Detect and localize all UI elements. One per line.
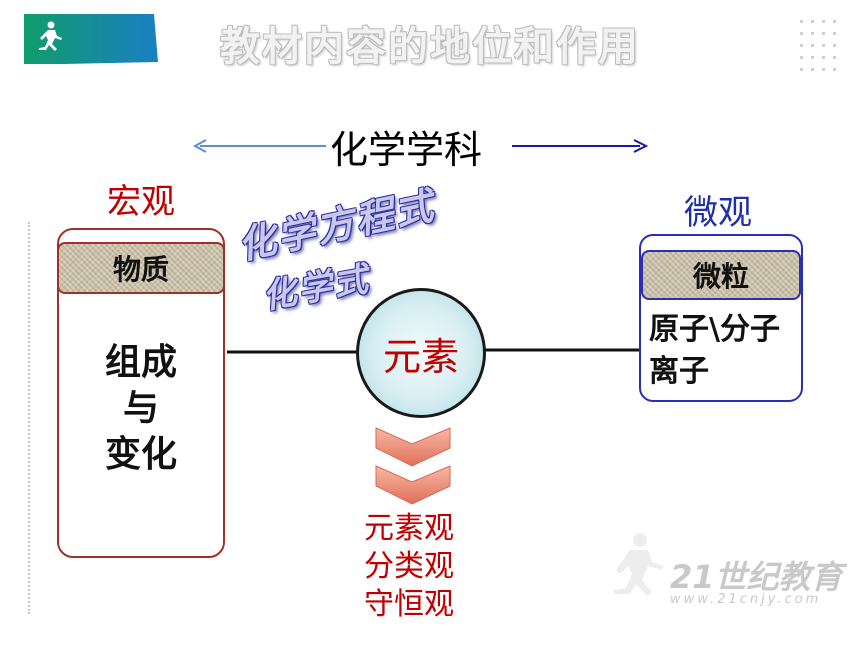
macro-box-title: 物质 xyxy=(57,242,225,294)
idea-item: 守恒观 xyxy=(364,587,454,622)
micro-box-title: 微粒 xyxy=(641,250,801,300)
subject-label: 化学学科 xyxy=(330,128,483,172)
left-dotted-guide xyxy=(28,222,30,614)
macro-content-line: 变化 xyxy=(104,434,177,475)
watermark-runner-icon xyxy=(614,533,664,596)
double-chevron-down-icon xyxy=(375,427,451,505)
watermark-text: 21世纪教育 xyxy=(670,558,843,596)
idea-item: 元素观 xyxy=(364,511,454,546)
decorative-dots xyxy=(800,20,836,71)
macro-box-content: 组成 与 变化 xyxy=(57,340,225,478)
idea-item: 分类观 xyxy=(364,549,454,584)
header-badge xyxy=(24,14,158,64)
center-node-label: 元素 xyxy=(382,334,459,379)
watermark-url: www.21cnjy.com xyxy=(670,592,822,607)
page-title: 教材内容的地位和作用 xyxy=(220,24,640,70)
micro-label: 微观 xyxy=(684,193,752,233)
macro-label: 宏观 xyxy=(107,182,175,222)
macro-box xyxy=(57,228,225,558)
micro-box-content: 原子\分子 离子 xyxy=(649,309,803,393)
macro-content-line: 组成 xyxy=(104,342,177,383)
right-arrow xyxy=(512,139,649,153)
center-node: 元素 xyxy=(356,288,486,418)
running-figure-icon xyxy=(39,21,62,51)
left-arrow xyxy=(192,139,326,153)
macro-content-line: 与 xyxy=(122,388,159,429)
micro-box xyxy=(639,234,803,402)
micro-content-line: 原子\分子 xyxy=(649,312,780,347)
ideas-list: 元素观 分类观 守恒观 xyxy=(336,510,482,624)
micro-content-line: 离子 xyxy=(649,354,709,389)
